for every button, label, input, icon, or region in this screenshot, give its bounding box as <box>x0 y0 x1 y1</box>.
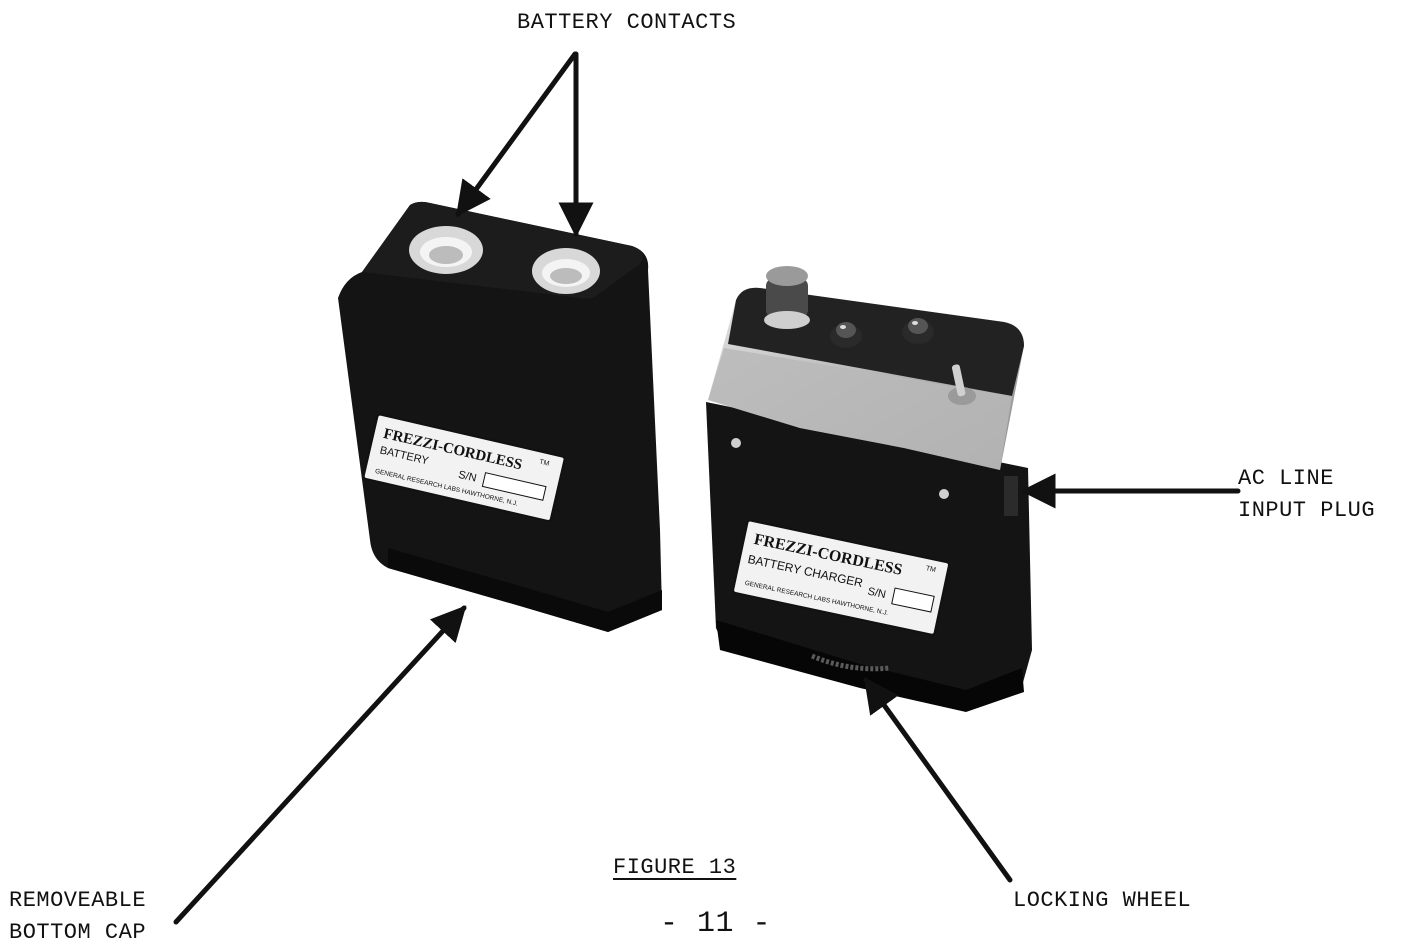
label-battery-contacts: BATTERY CONTACTS <box>517 10 737 35</box>
label-removeable: REMOVEABLE <box>9 888 147 913</box>
arrow-locking-wheel <box>863 677 1013 883</box>
charger-lamp-left <box>830 322 862 348</box>
battery-plate-tm: TM <box>539 459 551 468</box>
battery-plate-serial: S/N <box>457 469 478 485</box>
battery-device: FREZZI-CORDLESS TM BATTERY S/N GENERAL R… <box>338 201 662 632</box>
label-ac-line: AC LINE <box>1238 466 1334 491</box>
arrow-bottom-cap <box>173 605 467 925</box>
charger-fuse-knob <box>764 266 810 329</box>
charger-plate-serial: S/N <box>867 586 887 602</box>
battery-contact-right <box>532 248 600 294</box>
charger-lamp-right <box>902 318 934 344</box>
battery-contact-left <box>409 226 483 274</box>
charger-plate-tm: TM <box>925 565 937 574</box>
figure-caption: FIGURE 13 <box>613 855 737 880</box>
charger-ac-input-plug <box>1004 476 1018 516</box>
charger-toggle-switch <box>948 364 976 405</box>
charger-device: FREZZI-CORDLESS TM BATTERY CHARGER S/N G… <box>706 266 1032 712</box>
page-number: - 11 - <box>660 907 772 941</box>
label-bottom-cap: BOTTOM CAP <box>9 920 147 945</box>
arrow-contact-left <box>455 51 578 217</box>
label-locking-wheel: LOCKING WHEEL <box>1013 888 1192 913</box>
label-input-plug: INPUT PLUG <box>1238 498 1376 523</box>
charger-locking-wheel <box>811 653 891 672</box>
